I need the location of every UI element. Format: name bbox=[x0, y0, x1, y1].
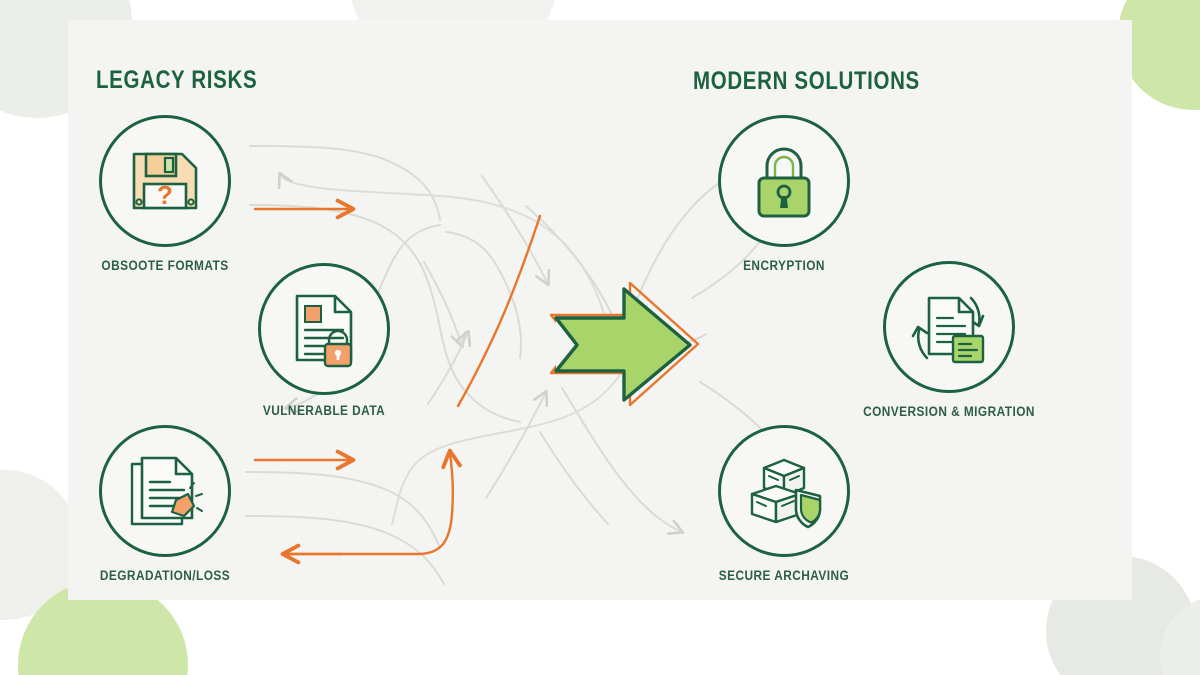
grey-line-12 bbox=[562, 388, 682, 532]
grey-line-2 bbox=[446, 232, 521, 358]
padlock-icon bbox=[757, 147, 811, 218]
floppy-disk-question-icon: ? bbox=[132, 152, 198, 210]
legacy-risks-heading: LEGACY RISKS bbox=[96, 66, 258, 94]
torn-documents-icon bbox=[130, 456, 203, 526]
grey-line-7 bbox=[246, 472, 440, 548]
orange-accent-arrows bbox=[255, 209, 540, 554]
grey-line-15 bbox=[540, 432, 608, 524]
orange-arrow-diagonal bbox=[458, 216, 540, 406]
svg-text:?: ? bbox=[157, 180, 173, 210]
grey-line-3 bbox=[250, 146, 440, 220]
grey-line-8 bbox=[246, 516, 444, 584]
conversion-migration-ring bbox=[883, 261, 1015, 393]
document-refresh-icon bbox=[911, 296, 985, 364]
encryption-label: ENCRYPTION bbox=[743, 258, 825, 273]
vulnerable-data-label: VULNERABLE DATA bbox=[262, 403, 386, 418]
modern-solutions-heading: MODERN SOLUTIONS bbox=[693, 67, 920, 95]
transformation-arrow-chevron bbox=[556, 318, 577, 371]
grey-line-17 bbox=[486, 392, 546, 498]
grey-line-4 bbox=[280, 174, 612, 355]
obsolete-formats-label: OBSOOTE FORMATS bbox=[101, 258, 229, 273]
conversion-migration-label: CONVERSION & MIGRATION bbox=[863, 404, 1035, 419]
grey-line-19 bbox=[428, 332, 468, 404]
document-lock-icon bbox=[295, 294, 353, 368]
boxes-shield-icon bbox=[750, 458, 822, 529]
grey-line-16 bbox=[482, 176, 548, 284]
orange-arrow-up bbox=[282, 452, 453, 554]
grey-line-6 bbox=[392, 372, 622, 524]
secure-archiving-label: SECURE ARCHAVING bbox=[718, 568, 850, 583]
degradation-loss-label: DEGRADATION/LOSS bbox=[99, 568, 231, 583]
